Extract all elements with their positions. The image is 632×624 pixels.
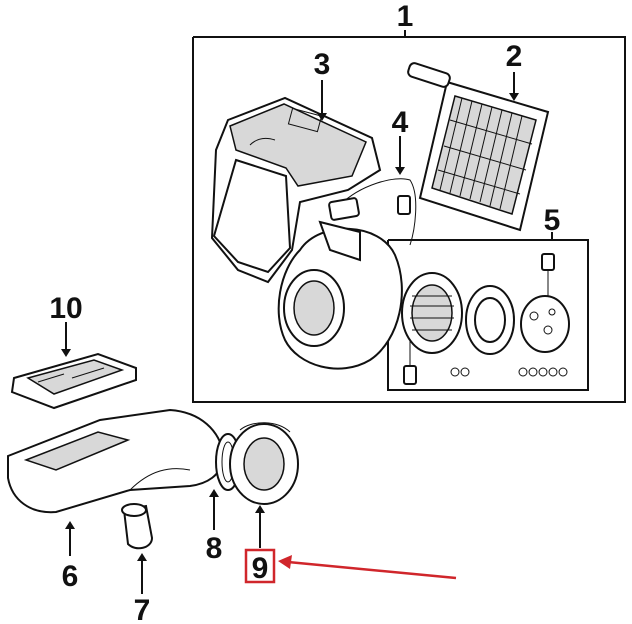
drain-tube [121,503,154,550]
leader-9-arrow [255,505,265,513]
blower-motor [401,253,570,385]
callout-8: 8 [206,532,223,565]
leader-10-arrow [61,349,71,357]
heater-core [407,62,550,232]
blower-housing [277,220,403,370]
highlight-arrow-head [278,555,292,569]
highlight-arrow-shaft [287,560,457,580]
highlight-box [244,548,276,584]
leader-6-arrow [65,521,75,529]
leader-4-arrow [395,167,405,175]
callout-1: 1 [397,0,414,33]
callout-6: 6 [62,560,79,593]
intake-duct [7,408,226,514]
callout-5: 5 [544,204,561,237]
callout-3: 3 [314,48,331,81]
blower-resistor [328,178,417,246]
callout-7: 7 [134,594,151,624]
duct-seal [229,422,299,505]
callout-4: 4 [392,106,409,139]
assembly-box [192,30,626,403]
leader-2-arrow [509,93,519,101]
callout-2: 2 [506,40,523,73]
leader-7-arrow [137,553,147,561]
callout-9: 9 [252,552,269,585]
callout-10: 10 [49,292,82,325]
leader-3-arrow [317,113,327,121]
leader-8-arrow [209,489,219,497]
heater-housing [210,96,382,284]
air-filter [10,352,137,410]
